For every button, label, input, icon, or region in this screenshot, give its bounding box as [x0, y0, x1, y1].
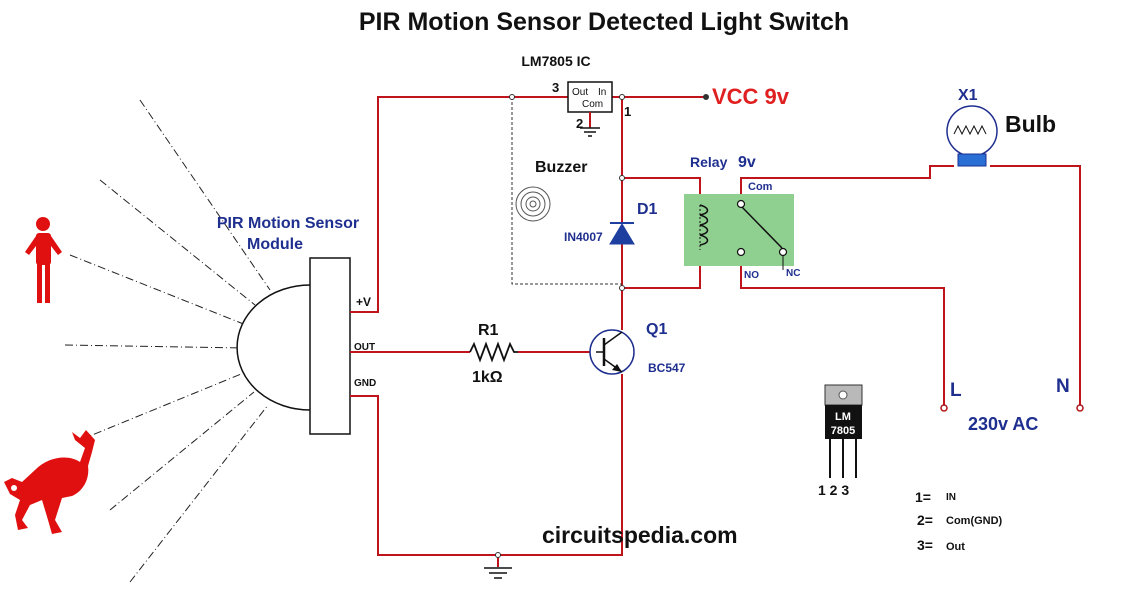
diode: D1 IN4007 [564, 201, 658, 245]
mains-supply: L N 230v AC [950, 376, 1070, 434]
pir-sensor: PIR Motion Sensor Module +V OUT GND [217, 215, 376, 435]
resistor: R1 1kΩ [469, 322, 518, 386]
transistor-ref: Q1 [646, 321, 667, 338]
resistor-ref: R1 [478, 322, 499, 339]
package-line2: 7805 [831, 425, 855, 437]
relay-voltage: 9v [738, 154, 756, 171]
relay-com: Com [748, 181, 773, 193]
regulator-pin-in: In [598, 87, 606, 98]
legend-name-1: IN [946, 492, 956, 503]
pir-label-line1: PIR Motion Sensor [217, 215, 359, 232]
junctions [495, 94, 1084, 558]
ground-icon [580, 127, 600, 137]
transistor-part: BC547 [648, 361, 686, 375]
ground-icon [484, 567, 512, 579]
regulator-pin-com: Com [582, 99, 603, 110]
bulb-ref: X1 [958, 87, 978, 104]
pir-pin-out: OUT [354, 342, 375, 353]
pir-label-line2: Module [247, 236, 303, 253]
buzzer: Buzzer [515, 159, 587, 222]
buzzer-wiring [511, 97, 622, 285]
regulator-pin1: 1 [624, 104, 631, 119]
legend-name-3: Out [946, 541, 965, 553]
mains-label: 230v AC [968, 414, 1038, 434]
transistor: Q1 BC547 [589, 321, 686, 375]
animal-figure-icon [4, 430, 95, 534]
regulator-pin-out: Out [572, 87, 588, 98]
diode-ref: D1 [637, 201, 658, 218]
pir-pin-v: +V [356, 295, 371, 309]
package-pins: 1 2 3 [818, 482, 849, 498]
regulator-label: LM7805 IC [521, 53, 590, 69]
vcc-label: VCC 9v [712, 84, 790, 109]
regulator-package: LM 7805 1 2 3 [818, 384, 863, 498]
relay-no: NO [744, 270, 759, 281]
bulb-label: Bulb [1005, 111, 1056, 137]
pin-legend: 1= IN 2= Com(GND) 3= Out [915, 489, 1003, 553]
resistor-value: 1kΩ [472, 369, 503, 386]
website-label: circuitspedia.com [542, 522, 738, 548]
legend-num-2: 2= [917, 512, 933, 528]
bulb-icon [946, 105, 998, 167]
diode-icon [609, 223, 635, 245]
relay: Relay 9v Com NO NC [684, 154, 800, 281]
mains-n: N [1056, 376, 1070, 397]
pir-pin-gnd: GND [354, 378, 376, 389]
legend-num-3: 3= [917, 537, 933, 553]
transistor-icon [589, 329, 635, 375]
buzzer-label: Buzzer [535, 159, 587, 176]
regulator-pin3: 3 [552, 80, 559, 95]
regulator-pin2: 2 [576, 116, 583, 131]
bulb: X1 Bulb [946, 87, 1056, 167]
mains-l: L [950, 380, 962, 401]
voltage-regulator: LM7805 IC Out In Com 3 2 1 [521, 53, 631, 137]
human-figure-icon [25, 217, 62, 303]
legend-name-2: Com(GND) [946, 515, 1003, 527]
detection-rays [64, 99, 271, 583]
resistor-icon [469, 341, 518, 363]
diode-part: IN4007 [564, 230, 603, 244]
wires [350, 96, 1081, 567]
relay-nc: NC [786, 268, 800, 279]
relay-label: Relay [690, 154, 728, 170]
legend-num-1: 1= [915, 489, 931, 505]
diagram-title: PIR Motion Sensor Detected Light Switch [359, 8, 849, 36]
package-line1: LM [835, 411, 851, 423]
buzzer-icon [515, 186, 551, 222]
